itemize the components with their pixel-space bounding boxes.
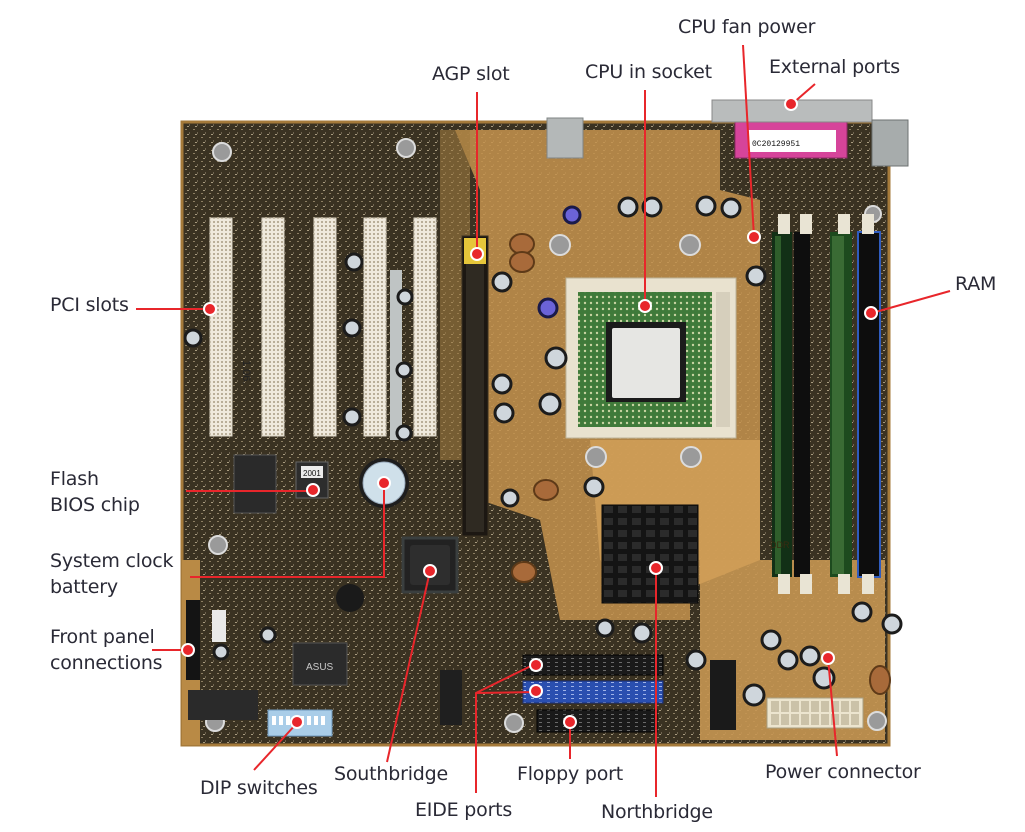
label-cpu-fan-power: CPU fan power <box>678 16 816 38</box>
leader-eide-ports-2 <box>475 691 537 694</box>
dimm-marking: DDR <box>770 540 790 550</box>
northbridge-graphic <box>601 504 699 604</box>
mounting-holes <box>205 138 887 733</box>
label-flash-bios-chip: Flash BIOS chip <box>50 466 140 518</box>
capacitors <box>183 195 903 707</box>
label-line: System clock <box>50 550 174 572</box>
label-external-ports: External ports <box>769 56 900 78</box>
label-eide-ports: EIDE ports <box>415 799 513 821</box>
southbridge-graphic <box>401 536 459 594</box>
buzzer-graphic <box>336 584 364 612</box>
purple-capacitor <box>562 205 582 225</box>
label-line: Flash <box>50 468 99 490</box>
front-panel-header-graphic <box>186 600 258 720</box>
label-system-clock-battery: System clock battery <box>50 548 173 600</box>
label-line: BIOS chip <box>50 494 140 516</box>
cpu-socket-graphic <box>565 277 737 439</box>
dot-northbridge <box>649 561 663 575</box>
dot-front-panel-connections <box>181 643 195 657</box>
dot-flash-bios-chip <box>306 483 320 497</box>
inductors <box>509 233 891 695</box>
dot-dip-switches <box>290 715 304 729</box>
dot-eide-ports-secondary <box>529 684 543 698</box>
label-pci-slots: PCI slots <box>50 294 129 316</box>
label-front-panel-connections: Front panel connections <box>50 624 163 676</box>
label-cpu-in-socket: CPU in socket <box>585 61 712 83</box>
bios-label: 2001 <box>303 469 321 478</box>
leader-ram <box>871 290 951 314</box>
label-southbridge: Southbridge <box>334 763 448 785</box>
label-power-connector: Power connector <box>765 761 921 783</box>
label-ram: RAM <box>955 273 997 295</box>
purple-capacitor <box>537 297 559 319</box>
label-line: connections <box>50 652 163 674</box>
version-sticker: 1.06. <box>240 360 252 384</box>
leader-cpu-fan-power <box>742 44 755 238</box>
label-northbridge: Northbridge <box>601 801 713 823</box>
agp-slot-graphic <box>461 235 489 537</box>
power-connector-graphic <box>710 660 864 730</box>
label-floppy-port: Floppy port <box>517 763 623 785</box>
leader-southbridge <box>386 570 431 763</box>
dot-southbridge <box>423 564 437 578</box>
dot-external-ports <box>784 97 798 111</box>
dot-eide-ports-primary <box>529 658 543 672</box>
dot-agp-slot <box>470 247 484 261</box>
dot-cpu-fan-power <box>747 230 761 244</box>
label-dip-switches: DIP switches <box>200 777 318 799</box>
leader-system-clock-battery <box>190 483 385 578</box>
dot-power-connector <box>821 651 835 665</box>
pci-slots-graphic <box>209 217 437 440</box>
callout-dots <box>181 97 878 729</box>
dot-floppy-port <box>563 715 577 729</box>
label-line: Front panel <box>50 626 155 648</box>
dot-pci-slots <box>203 302 217 316</box>
label-line: battery <box>50 576 118 598</box>
leader-lines <box>136 44 951 797</box>
parallel-port-serial: 0C20129951 <box>752 140 800 149</box>
dot-system-clock-battery <box>377 476 391 490</box>
leader-power-connector <box>827 657 838 757</box>
ram-graphic <box>772 214 881 594</box>
dot-ram <box>864 306 878 320</box>
label-agp-slot: AGP slot <box>432 63 510 85</box>
leader-dip-switches <box>253 722 298 771</box>
chips <box>233 454 462 725</box>
drive-connectors-graphic <box>522 654 664 733</box>
brand-marking: ASUS <box>306 662 334 673</box>
dot-cpu-in-socket <box>638 299 652 313</box>
